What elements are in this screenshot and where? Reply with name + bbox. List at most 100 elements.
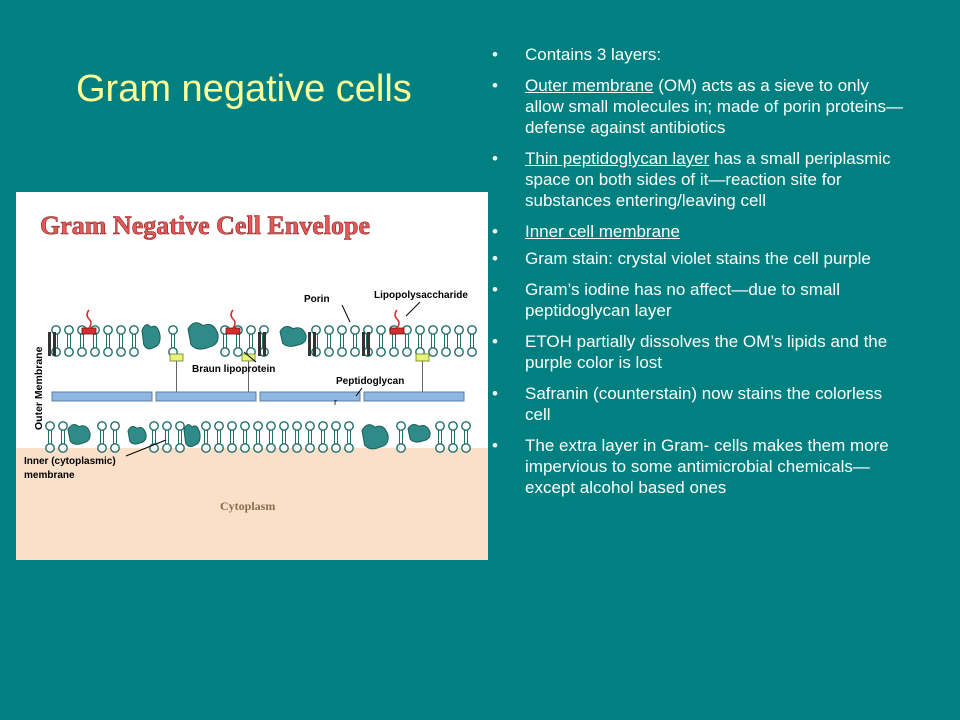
porin-bar — [53, 332, 56, 356]
label-porin: Porin — [304, 294, 330, 305]
lipid-head — [305, 443, 315, 453]
peptidoglycan-layer — [51, 391, 465, 402]
porin-bar — [263, 332, 266, 356]
porin-bar — [308, 332, 311, 356]
lipid-head — [396, 443, 406, 453]
membrane-protein — [187, 322, 219, 350]
cell-envelope-figure: Gram Negative Cell Envelope Outer Membra… — [16, 192, 488, 560]
cytoplasm-region — [16, 448, 488, 560]
braun-pointer — [243, 351, 257, 363]
lipid-head — [103, 347, 113, 357]
label-r: r — [334, 397, 337, 407]
lipid-head — [428, 325, 438, 335]
porin-pointer — [341, 304, 351, 323]
figure-title: Gram Negative Cell Envelope — [40, 211, 370, 240]
lipid-head — [90, 347, 100, 357]
lipid-head — [428, 347, 438, 357]
lipid-head — [435, 443, 445, 453]
lipid-head — [240, 421, 250, 431]
membrane-protein — [183, 424, 201, 448]
lipid-head — [266, 443, 276, 453]
lipid-head — [103, 325, 113, 335]
lipid-head — [266, 421, 276, 431]
braun-lipoprotein-block — [415, 353, 430, 362]
lipid-head — [337, 325, 347, 335]
lipid-head — [376, 347, 386, 357]
membrane-protein — [141, 324, 161, 350]
lps-block — [81, 327, 97, 335]
lipid-head — [129, 347, 139, 357]
lipid-head — [64, 325, 74, 335]
underlined-term: Thin peptidoglycan layer — [525, 149, 710, 168]
lipid-head — [77, 347, 87, 357]
bullet-item: Thin peptidoglycan layer has a small per… — [492, 148, 912, 211]
lipid-head — [279, 443, 289, 453]
peptidoglycan-strand — [363, 391, 465, 402]
lipid-head — [467, 325, 477, 335]
lipid-head — [220, 347, 230, 357]
membrane-protein — [407, 423, 431, 443]
lipid-head — [305, 421, 315, 431]
slide-title: Gram negative cells — [76, 68, 412, 110]
braun-lipoprotein-block — [169, 353, 184, 362]
porin-bar — [48, 332, 51, 356]
peptidoglycan-strand — [51, 391, 153, 402]
lipid-head — [344, 443, 354, 453]
porin-bar — [258, 332, 261, 356]
lipid-head — [441, 325, 451, 335]
lipid-head — [58, 421, 68, 431]
lipid-head — [279, 421, 289, 431]
lipid-head — [448, 443, 458, 453]
underlined-term: Outer membrane — [525, 76, 654, 95]
lipid-head — [253, 443, 263, 453]
bullet-item: Safranin (counterstain) now stains the c… — [492, 383, 912, 425]
lipid-head — [175, 421, 185, 431]
lipid-head — [214, 443, 224, 453]
lipid-head — [227, 421, 237, 431]
lipid-head — [324, 325, 334, 335]
lipid-head — [227, 443, 237, 453]
lipid-head — [64, 347, 74, 357]
label-peptidoglycan: Peptidoglycan — [336, 376, 404, 387]
bullet-item: Outer membrane (OM) acts as a sieve to o… — [492, 75, 912, 138]
lps-chain — [86, 309, 92, 329]
lipid-head — [376, 325, 386, 335]
lipid-head — [175, 443, 185, 453]
lipid-head — [110, 443, 120, 453]
lipid-head — [116, 347, 126, 357]
lipid-head — [415, 325, 425, 335]
bullet-list: Contains 3 layers: Outer membrane (OM) a… — [492, 44, 912, 508]
lipid-head — [201, 443, 211, 453]
inner-pointer — [125, 439, 167, 457]
bullet-item: The extra layer in Gram- cells makes the… — [492, 435, 912, 498]
lipid-head — [454, 347, 464, 357]
label-inner-membrane: Inner (cytoplasmic) — [24, 456, 116, 467]
porin-bar — [367, 332, 370, 356]
lipid-head — [110, 421, 120, 431]
lipid-head — [45, 421, 55, 431]
lipid-head — [116, 325, 126, 335]
lipid-head — [448, 421, 458, 431]
lipid-head — [149, 421, 159, 431]
lps-chain — [394, 309, 400, 329]
membrane-protein — [67, 424, 91, 445]
lipid-head — [344, 421, 354, 431]
lipid-head — [461, 443, 471, 453]
outer-membrane-layer — [48, 309, 477, 396]
membrane-protein — [127, 425, 147, 445]
membrane-protein — [361, 424, 389, 450]
peptidoglycan-strand — [155, 391, 257, 402]
lipid-head — [454, 325, 464, 335]
lipid-head — [331, 443, 341, 453]
lipid-head — [337, 347, 347, 357]
label-cytoplasm: Cytoplasm — [220, 499, 275, 513]
lps-block — [225, 327, 241, 335]
lps-block — [389, 327, 405, 335]
lipid-head — [129, 325, 139, 335]
membrane-protein — [279, 326, 307, 347]
lipid-head — [402, 347, 412, 357]
lipid-head — [201, 421, 211, 431]
lipid-head — [233, 347, 243, 357]
bullet-item: Inner cell membrane — [492, 221, 912, 242]
bullet-item: Contains 3 layers: — [492, 44, 912, 65]
